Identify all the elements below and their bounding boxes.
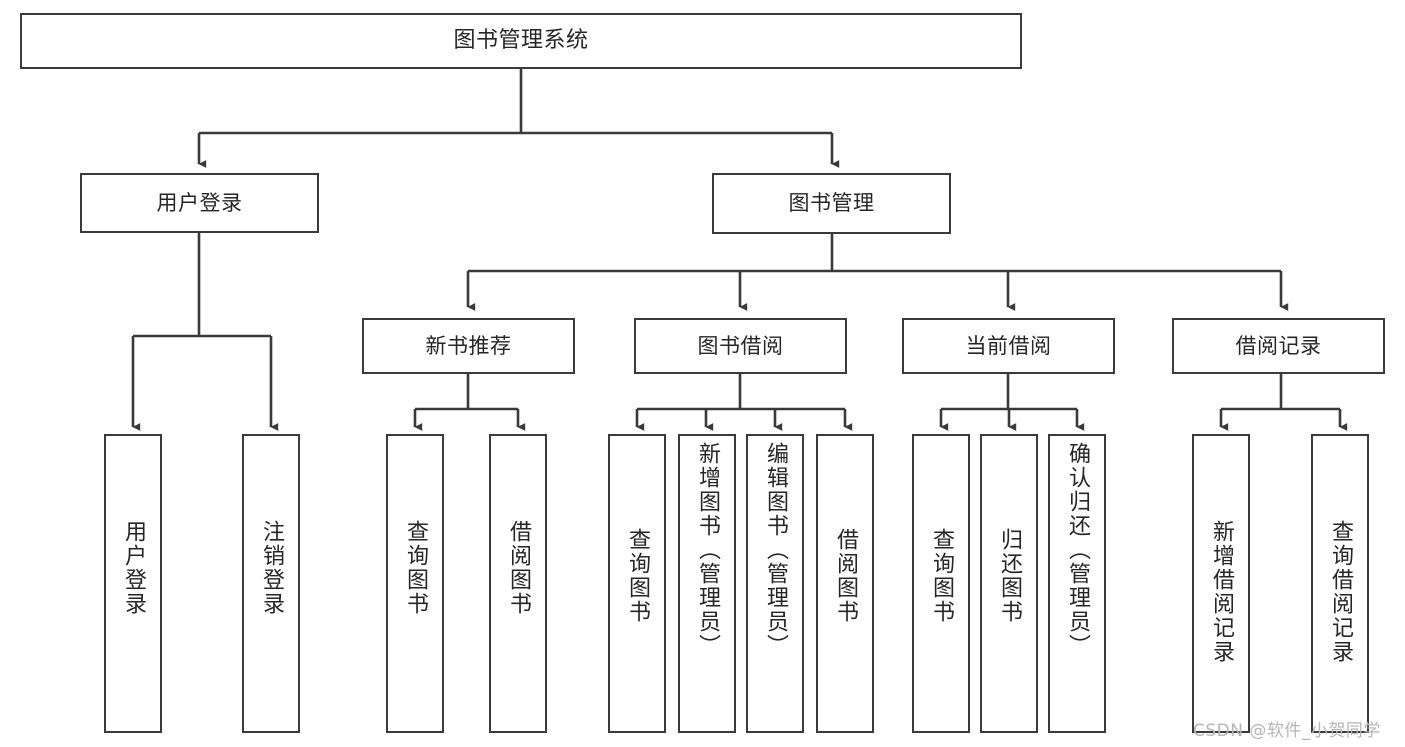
node-current-borrow[interactable]: 当前借阅 [902, 318, 1115, 374]
node-leaf-logout[interactable]: 注销登录 [242, 434, 300, 733]
node-book-manage-label: 图书管理 [788, 191, 875, 216]
node-leaf-return-book-label: 归还图书 [997, 528, 1022, 624]
node-leaf-query-book-3-label: 查询图书 [929, 528, 954, 624]
node-leaf-query-book-2[interactable]: 查询图书 [608, 434, 666, 733]
csdn-watermark: CSDN @软件_小贺同学 [1193, 721, 1381, 741]
node-current-borrow-label: 当前借阅 [965, 333, 1052, 358]
node-new-book-recommend[interactable]: 新书推荐 [362, 318, 575, 374]
node-root-label: 图书管理系统 [453, 28, 589, 54]
node-leaf-user-login-label: 用户登录 [121, 520, 146, 616]
node-book-borrow-label: 图书借阅 [697, 333, 784, 358]
node-leaf-add-book[interactable]: 新增图书（管理员） [678, 434, 736, 733]
node-leaf-borrow-book-2-label: 借阅图书 [833, 528, 858, 624]
node-leaf-query-book-1-label: 查询图书 [403, 520, 428, 616]
node-leaf-edit-book[interactable]: 编辑图书（管理员） [746, 434, 804, 733]
node-leaf-query-record[interactable]: 查询借阅记录 [1311, 434, 1369, 733]
node-leaf-confirm-return-label: 确认归还（管理员） [1065, 442, 1090, 658]
node-book-manage[interactable]: 图书管理 [712, 173, 951, 234]
node-leaf-add-book-label: 新增图书（管理员） [695, 442, 720, 658]
node-leaf-edit-book-label: 编辑图书（管理员） [763, 442, 788, 658]
node-borrow-record-label: 借阅记录 [1235, 333, 1322, 358]
node-leaf-borrow-book-1-label: 借阅图书 [506, 520, 531, 616]
node-leaf-return-book[interactable]: 归还图书 [980, 434, 1038, 733]
node-user-login-label: 用户登录 [156, 190, 243, 215]
node-leaf-confirm-return[interactable]: 确认归还（管理员） [1048, 434, 1106, 733]
node-root[interactable]: 图书管理系统 [20, 13, 1022, 69]
node-leaf-add-record-label: 新增借阅记录 [1209, 520, 1234, 664]
node-leaf-user-login[interactable]: 用户登录 [104, 434, 162, 733]
node-borrow-record[interactable]: 借阅记录 [1172, 318, 1385, 374]
node-leaf-borrow-book-2[interactable]: 借阅图书 [816, 434, 874, 733]
node-leaf-add-record[interactable]: 新增借阅记录 [1192, 434, 1250, 733]
node-leaf-query-book-1[interactable]: 查询图书 [386, 434, 444, 733]
node-leaf-query-book-2-label: 查询图书 [625, 528, 650, 624]
node-leaf-borrow-book-1[interactable]: 借阅图书 [489, 434, 547, 733]
node-leaf-query-book-3[interactable]: 查询图书 [912, 434, 970, 733]
node-leaf-query-record-label: 查询借阅记录 [1328, 520, 1353, 664]
node-leaf-logout-label: 注销登录 [259, 520, 284, 616]
node-new-book-recommend-label: 新书推荐 [425, 333, 512, 358]
node-user-login[interactable]: 用户登录 [80, 173, 319, 233]
node-book-borrow[interactable]: 图书借阅 [634, 318, 847, 374]
